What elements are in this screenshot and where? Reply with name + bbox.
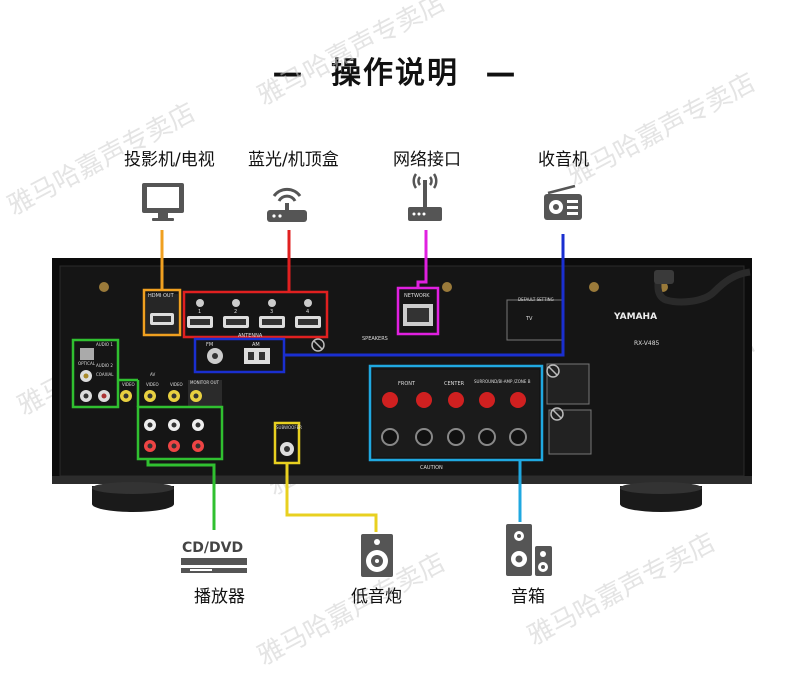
label-am: AM xyxy=(252,342,260,348)
hdmi-num-4: 4 xyxy=(306,309,310,315)
label-speakers: 音箱 xyxy=(511,587,545,607)
monitor-icon xyxy=(142,183,184,221)
hdmi-input-ports[interactable] xyxy=(182,290,329,339)
title-dash-left: — xyxy=(272,56,305,91)
label-av: AV xyxy=(150,372,156,377)
label-antenna: ANTENNA xyxy=(238,333,263,339)
radio-icon xyxy=(544,184,582,220)
hdmi-out-port[interactable] xyxy=(142,288,182,337)
label-monitor-out: MONITOR OUT xyxy=(190,380,219,385)
label-tv: TV xyxy=(526,316,533,322)
label-surround: SURROUND/BI-AMP /ZONE B xyxy=(474,379,531,384)
label-caution: CAUTION xyxy=(420,465,443,471)
label-network: 网络接口 xyxy=(393,150,461,170)
label-video-in-1: VIDEO xyxy=(122,382,135,387)
speakers-icon xyxy=(506,524,552,576)
diagram-canvas: CD/DVD xyxy=(52,173,752,577)
subwoofer-icon xyxy=(361,534,393,577)
wifi-router-icon xyxy=(408,173,442,221)
label-fm: FM xyxy=(206,342,214,348)
label-network-port: NETWORK xyxy=(404,293,430,299)
label-front: FRONT xyxy=(398,381,416,387)
connector-network xyxy=(416,230,428,288)
label-center: CENTER xyxy=(444,381,465,387)
label-hdmi-out: HDMI OUT xyxy=(148,293,174,299)
network-port[interactable] xyxy=(396,286,440,336)
antenna-ports[interactable] xyxy=(193,337,286,374)
connector-radio xyxy=(284,234,565,357)
brand-logo: YAMAHA xyxy=(614,312,658,322)
label-subwoofer-port: SUBWOOFER xyxy=(276,425,302,430)
label-audio2: AUDIO 2 xyxy=(96,363,113,368)
label-speakers-section: SPEAKERS xyxy=(362,336,388,342)
model-label: RX-V485 xyxy=(634,340,660,347)
hdmi-num-1: 1 xyxy=(198,309,202,315)
label-coaxial: COAXIAL xyxy=(96,372,114,377)
speaker-terminals[interactable] xyxy=(368,364,544,462)
hdmi-num-2: 2 xyxy=(234,309,238,315)
label-video-in-3: VIDEO xyxy=(170,382,183,387)
page-title: — 操作说明 — xyxy=(0,48,790,92)
connector-player xyxy=(146,459,216,530)
hdmi-num-3: 3 xyxy=(270,309,274,315)
cd-dvd-player-icon: CD/DVD xyxy=(181,540,247,573)
audio-video-inputs[interactable] xyxy=(71,338,224,461)
label-player: 播放器 xyxy=(194,587,245,607)
label-video-in-2: VIDEO xyxy=(146,382,159,387)
connector-subwoofer xyxy=(285,463,378,532)
label-projector-tv: 投影机/电视 xyxy=(124,150,215,170)
title-dash-right: — xyxy=(485,56,518,91)
label-audio1: AUDIO 1 xyxy=(96,342,113,347)
svg-text:CD/DVD: CD/DVD xyxy=(182,540,243,556)
label-optical: OPTICAL xyxy=(78,361,95,366)
label-radio: 收音机 xyxy=(538,150,589,170)
router-icon xyxy=(267,187,307,222)
title-text: 操作说明 xyxy=(331,56,459,91)
label-bluray-stb: 蓝光/机顶盒 xyxy=(248,150,339,170)
label-default-setting: DEFAULT SETTING xyxy=(518,297,554,302)
label-subwoofer: 低音炮 xyxy=(351,587,402,607)
